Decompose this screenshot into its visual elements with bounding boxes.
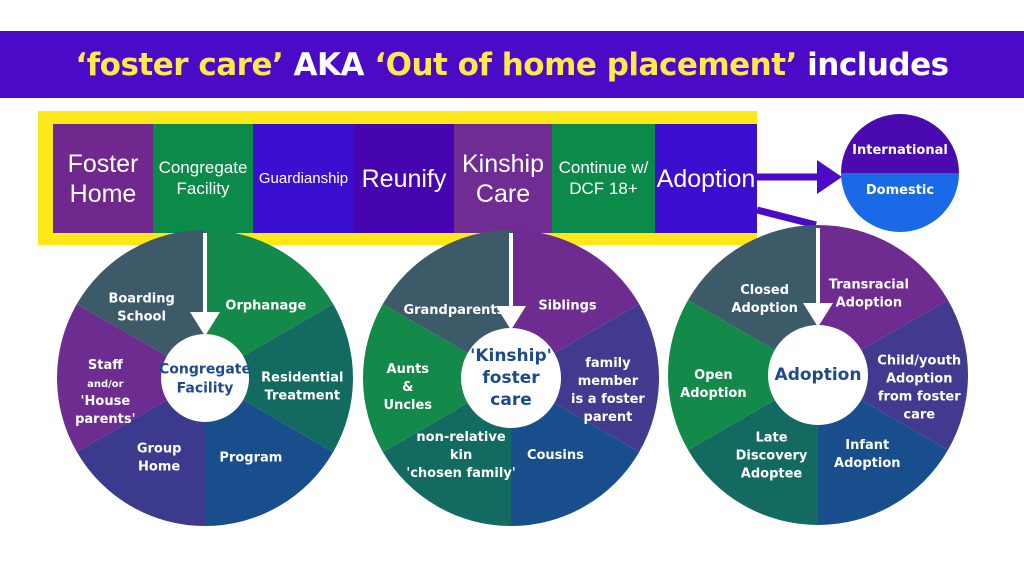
title-part-aka: AKA <box>283 46 375 83</box>
title-part-includes: includes <box>796 46 949 83</box>
placement-adoption: Adoption <box>655 124 757 233</box>
wheel-center-circle <box>461 328 561 428</box>
wheel-center-label: care <box>490 390 531 410</box>
wheel-center-label: Adoption <box>775 365 862 385</box>
wheel-segment <box>76 378 205 526</box>
wheel-center-circle <box>768 325 868 425</box>
wheel-segment-label: School <box>117 310 166 325</box>
placement-label-line1: Foster <box>67 149 139 178</box>
wheel-segment-label: Residential <box>261 371 343 386</box>
wheel-segment-label: Adoption <box>834 456 900 471</box>
scope-domestic-label: Domestic <box>866 183 934 198</box>
wheel-segment-label: Siblings <box>538 299 597 314</box>
wheel-segment-label: Uncles <box>384 398 433 413</box>
wheel-segment-label: Home <box>138 459 180 474</box>
placement-label-line1: Congregate <box>158 158 248 178</box>
wheel-segment-label: is a foster <box>571 392 645 407</box>
scope-international-half <box>841 114 959 173</box>
placement-guardianship: Guardianship <box>253 124 354 233</box>
wheel-segment-label: Treatment <box>265 389 341 404</box>
down-arrow-head <box>803 303 833 327</box>
wheel-segment-label: Cousins <box>527 448 584 463</box>
placement-reunify: Reunify <box>354 124 454 233</box>
wheel-segment-label: Group <box>137 441 182 456</box>
wheel-segment-label: Late <box>755 431 787 446</box>
wheel-center-label: Congregate <box>159 362 251 378</box>
wheel-segment-label: Adoptee <box>741 467 803 482</box>
wheel-segment-label: & <box>402 380 413 395</box>
placement-label-line1: Reunify <box>361 164 447 193</box>
wheel-segment-label: Program <box>219 450 282 465</box>
down-arrow-head <box>496 306 526 330</box>
wheel-segment-label: Aunts <box>387 362 430 377</box>
wheel-adoption: TransracialAdoptionChild/youthAdoptionfr… <box>668 225 968 525</box>
wheel-segment-label: parent <box>584 410 633 425</box>
title-part-out-of-home: ‘Out of home placement’ <box>374 46 797 83</box>
wheel-segment <box>818 300 968 450</box>
wheel-center-label: foster <box>482 368 540 388</box>
wheel-segment <box>76 230 205 378</box>
wheel-center-circle <box>161 334 249 422</box>
scope-domestic-half <box>841 173 959 232</box>
wheel-segment-label: from foster <box>878 389 961 404</box>
title-part-foster-care: ‘foster care’ <box>75 46 284 83</box>
placement-label-line2: Care <box>475 179 531 208</box>
wheel-segment-label: Grandparents <box>403 303 504 318</box>
page-title: ‘foster care’ AKA ‘Out of home placement… <box>75 46 949 83</box>
wheel-segment-label: Discovery <box>736 449 808 464</box>
wheel-center-label: 'Kinship' <box>470 346 552 366</box>
wheel-segment-label: Adoption <box>886 371 952 386</box>
wheel-segment-label: member <box>578 374 639 389</box>
wheel-segment-label: kin <box>450 448 472 463</box>
placement-label-line2: Home <box>69 179 137 208</box>
wheel-segment <box>205 230 334 378</box>
wheel-kinship-foster-care: Siblings family member is a foster parentCou… <box>363 230 659 526</box>
wheel-segment-label: Staff <box>88 358 123 373</box>
wheel-segment-label: parents' <box>75 412 136 427</box>
adoption-scope-circle: International Domestic <box>841 114 959 232</box>
placement-label-line1: Kinship <box>462 149 544 178</box>
placement-label-line1: Continue w/ <box>558 158 649 178</box>
wheel-segment-label: Adoption <box>731 301 797 316</box>
wheel-segment-label: family <box>585 356 631 371</box>
wheel-segment-label: Boarding <box>108 292 174 307</box>
title-banner: ‘foster care’ AKA ‘Out of home placement… <box>0 31 1024 98</box>
wheel-segment-label: Infant <box>845 438 889 453</box>
wheel-segment-label: Open <box>694 368 732 383</box>
wheel-segment-label: care <box>903 407 935 422</box>
wheel-center-label: Facility <box>177 381 234 397</box>
wheel-segment-label: Closed <box>740 283 789 298</box>
wheel-segment <box>511 304 659 452</box>
placement-label-line2: Facility <box>176 178 230 198</box>
down-arrow-head <box>190 312 220 336</box>
wheel-segment <box>57 304 206 452</box>
wheel-segment-label: 'House <box>81 394 131 409</box>
scope-international-label: International <box>852 143 948 158</box>
arrow-to-scope-head <box>817 160 842 194</box>
wheel-segment <box>205 378 334 526</box>
wheel-segment-label: Child/youth <box>877 353 961 368</box>
placement-continue-dcf: Continue w/DCF 18+ <box>552 124 655 233</box>
wheel-segment-label: Adoption <box>836 296 902 311</box>
placement-label-line1: Guardianship <box>258 169 349 187</box>
wheel-segment-label: non-relative <box>416 430 505 445</box>
placement-label-line2: DCF 18+ <box>569 178 638 198</box>
placement-label-line1: Adoption <box>656 164 756 193</box>
wheel-segment <box>668 300 818 450</box>
wheel-segment-label: Transracial <box>829 278 909 293</box>
wheel-segment <box>205 304 353 452</box>
adoption-connector-line <box>756 206 817 229</box>
wheel-segment-label: Orphanage <box>225 298 306 313</box>
wheel-segment-label: Adoption <box>680 386 746 401</box>
wheel-segment-label: 'chosen family' <box>406 466 516 481</box>
wheel-segment-label: and/or <box>87 379 124 390</box>
wheel-segment <box>363 304 511 452</box>
